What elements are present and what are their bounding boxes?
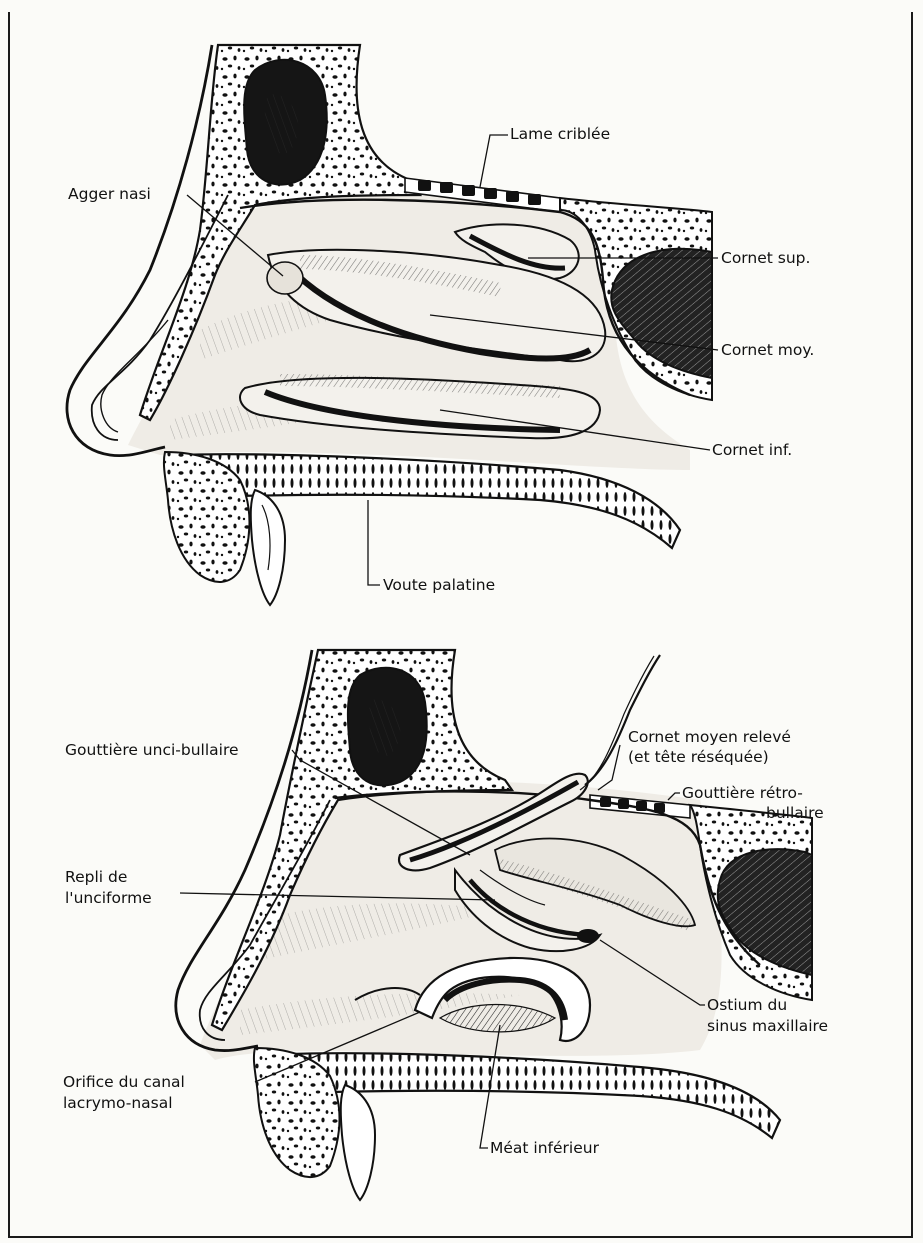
label-tete-resequee: (et tête réséquée) <box>628 748 769 766</box>
label-repli-de: Repli de <box>65 868 127 886</box>
label-agger-nasi: Agger nasi <box>68 185 151 203</box>
top-sphenoid-sinus <box>611 249 712 378</box>
bottom-incisor-tooth <box>341 1085 375 1200</box>
label-cornet-moy: Cornet moy. <box>721 341 814 359</box>
top-incisor-tooth <box>251 490 285 605</box>
label-bullaire: bullaire <box>766 804 824 822</box>
label-orifice-canal: Orifice du canal <box>63 1073 185 1091</box>
bottom-maxillary-ostium <box>577 929 599 943</box>
label-voute-palatine: Voute palatine <box>383 576 495 594</box>
label-ostium: Ostium du <box>707 996 787 1014</box>
label-meat-inferieur: Méat inférieur <box>490 1139 600 1157</box>
top-figure <box>67 45 712 605</box>
label-cornet-moyen-releve: Cornet moyen relevé <box>628 728 791 746</box>
label-cornet-sup: Cornet sup. <box>721 249 810 267</box>
label-lame-criblee: Lame criblée <box>510 125 610 143</box>
label-gouttiere-unci-bullaire: Gouttière unci-bullaire <box>65 741 239 759</box>
label-gouttiere-retro: Gouttière rétro- <box>682 784 803 802</box>
label-cornet-inf: Cornet inf. <box>712 441 792 459</box>
label-unciforme: l'unciforme <box>65 889 152 907</box>
label-sinus-maxillaire: sinus maxillaire <box>707 1017 828 1035</box>
label-lacrymo-nasal: lacrymo-nasal <box>63 1094 173 1112</box>
